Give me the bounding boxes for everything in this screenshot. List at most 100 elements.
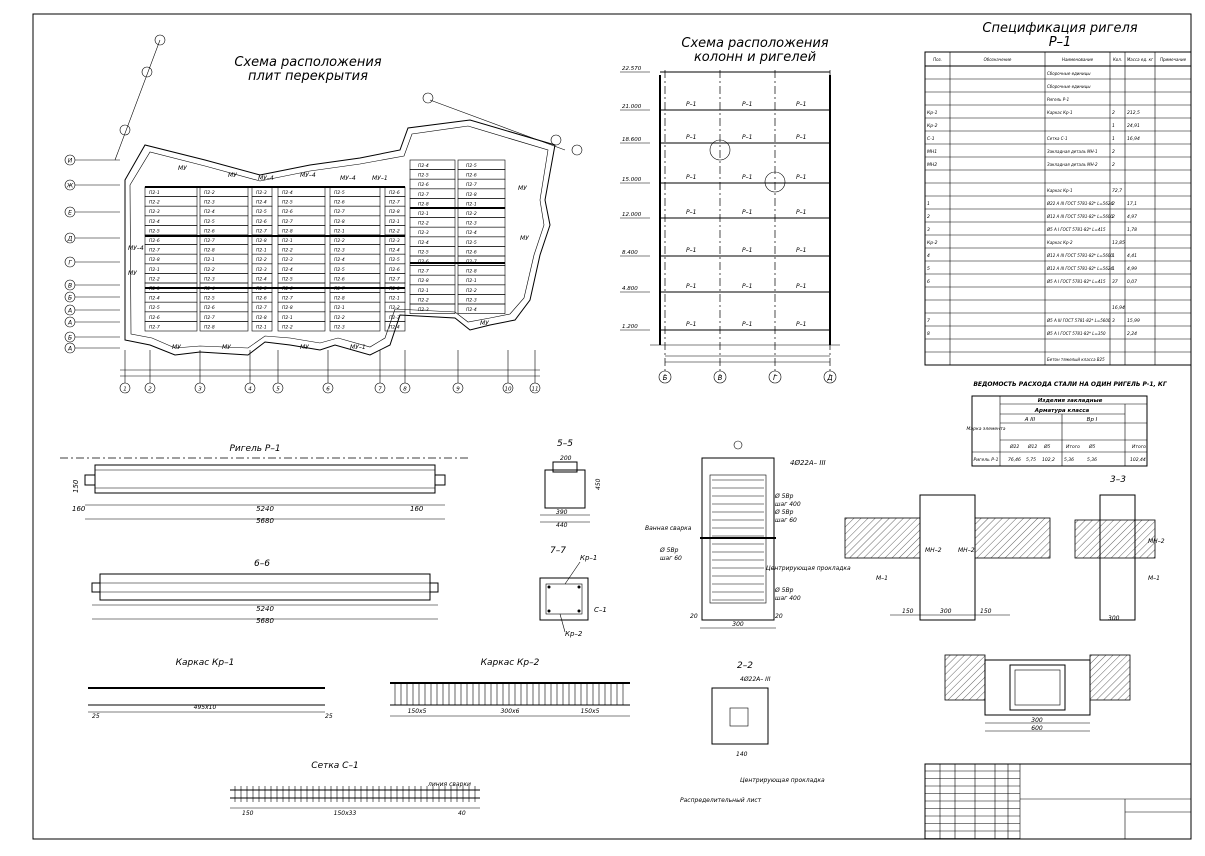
dim: 5240 [256, 505, 274, 513]
dim: 25 [325, 713, 333, 720]
spec-cell: 16,94 [1127, 136, 1140, 142]
slab-mark: П2-4 [149, 219, 160, 225]
weld-line-label: линия сварки [427, 781, 471, 788]
slab-mark: П2-6 [389, 190, 400, 196]
slab-mark: П2-5 [282, 200, 293, 206]
c1-label: С–1 [594, 606, 607, 614]
spec-cell: Ø12 А III ГОСТ 5781-82* L=5624 [1046, 266, 1113, 271]
spec-cell: 4,97 [1127, 214, 1137, 220]
my4-label: МУ–4 [340, 175, 356, 182]
slab-mark: П2-2 [466, 211, 477, 217]
slab-mark: П2-1 [418, 288, 429, 294]
dim: 140 [736, 751, 748, 758]
dim: 440 [556, 522, 568, 529]
dim: 20 [775, 613, 783, 620]
dim: 150 [242, 810, 254, 817]
slab-mark: П2-3 [418, 230, 429, 236]
slab-cell [409, 246, 456, 257]
slab-mark: П2-4 [282, 267, 293, 273]
spec-header: Кол. [1113, 57, 1122, 62]
spec-cell: 3 [1112, 318, 1115, 324]
spec-cell: 6 [927, 279, 930, 285]
slab-mark: П2-7 [256, 305, 267, 311]
slab-mark: П2-5 [466, 240, 477, 246]
slab-mark: П2-8 [334, 296, 345, 302]
sec66-title: 6–6 [254, 559, 270, 569]
spec-cell: 3 [927, 227, 930, 233]
slab-mark: П2-4 [418, 163, 429, 169]
rigel-mark: Р–1 [742, 321, 752, 328]
slab-cell [409, 294, 456, 305]
slab-mark: П2-1 [334, 305, 345, 311]
sec22-title: 2–2 [737, 661, 753, 671]
slab-mark: П2-1 [204, 257, 215, 263]
steel-val: 5,36 [1064, 457, 1074, 463]
slab-mark: П2-2 [204, 267, 215, 273]
spec-header: Примечание [1160, 57, 1187, 62]
ties-label: шаг 400 [775, 595, 801, 602]
axis-number: 6 [326, 387, 330, 393]
steel-val: 76,46 [1008, 457, 1021, 463]
axis-letter: А [67, 346, 72, 353]
rigel-mark: Р–1 [796, 174, 806, 181]
slab-mark: П2-4 [389, 248, 400, 254]
rigel-mark: Р–1 [796, 283, 806, 290]
my4-label: МУ–4 [128, 245, 144, 252]
slab-mark: П2-6 [256, 296, 267, 302]
ties-label: шаг 400 [775, 501, 801, 508]
spec-cell: Каркас Кр-1 [1047, 188, 1073, 193]
kr1-title: Каркас Кр–1 [176, 658, 235, 668]
spec-cell: Ø5 А III ГОСТ 5781-82* L=5600 [1046, 318, 1111, 323]
spec-cell: 2 [1112, 149, 1115, 155]
m1-label: М–1 [876, 575, 888, 582]
slab-mark: П2-1 [389, 219, 400, 225]
slab-cell [457, 303, 506, 314]
my-label: МУ [228, 172, 237, 179]
slab-mark: П2-3 [204, 276, 215, 282]
slab-mark: П2-7 [282, 296, 293, 302]
elevation: 12.000 [622, 212, 642, 218]
slab-mark: П2-8 [282, 305, 293, 311]
slab-mark: П2-5 [466, 163, 477, 169]
mn2-label: МН–2 [925, 547, 942, 554]
slab-cell [409, 207, 456, 218]
mn2-label: МН–2 [958, 547, 975, 554]
column-node-a: 4Ø22А– III Ø 5Вр шаг 400 Ø 5Вр шаг 60 Ø … [645, 440, 851, 629]
slab-mark: П2-6 [466, 249, 477, 255]
slab-mark: П2-4 [282, 190, 293, 196]
spec-cell: 212,5 [1127, 110, 1140, 116]
slab-mark: П2-5 [204, 296, 215, 302]
elevation: 21.000 [622, 104, 642, 110]
axis-letter: Г [68, 260, 72, 267]
slab-mark: П2-3 [466, 221, 477, 227]
rigel-mark: Р–1 [742, 247, 752, 254]
axis-number: 9 [456, 387, 460, 393]
spec-cell: Ø5 А I ГОСТ 5781-82* L=350 [1046, 331, 1106, 336]
my-label: МУ [518, 185, 527, 192]
rigel-mark: Р–1 [742, 209, 752, 216]
slab-mark: П2-6 [389, 267, 400, 273]
dim: 150х5 [408, 708, 427, 715]
slab-mark: П2-6 [334, 200, 345, 206]
dim: 300х6 [501, 708, 520, 715]
dim: 5240 [256, 605, 274, 613]
steel-table: ВЕДОМОСТЬ РАСХОДА СТАЛИ НА ОДИН РИГЕЛЬ Р… [966, 381, 1168, 467]
slab-mark: П2-8 [389, 209, 400, 215]
dim: 150х33 [334, 810, 357, 817]
rigel-mark: Р–1 [796, 209, 806, 216]
m1-label: М–1 [1148, 575, 1160, 582]
elevation: 1.200 [622, 324, 638, 330]
spec-cell: 1 [1112, 266, 1115, 272]
dim: 150 [902, 608, 914, 615]
col-plan-title: Схема расположения [681, 36, 828, 51]
rigel-mark: Р–1 [686, 321, 696, 328]
rebar-label: 4Ø22А– III [790, 459, 826, 467]
ties-label: шаг 60 [775, 517, 797, 524]
axis-letter: Б [663, 374, 668, 382]
slab-mark: П2-5 [149, 228, 160, 234]
slab-mark: П2-5 [418, 173, 429, 179]
slab-mark: П2-8 [418, 201, 429, 207]
rigel-mark: Р–1 [742, 174, 752, 181]
my4-label: МУ–4 [258, 175, 274, 182]
